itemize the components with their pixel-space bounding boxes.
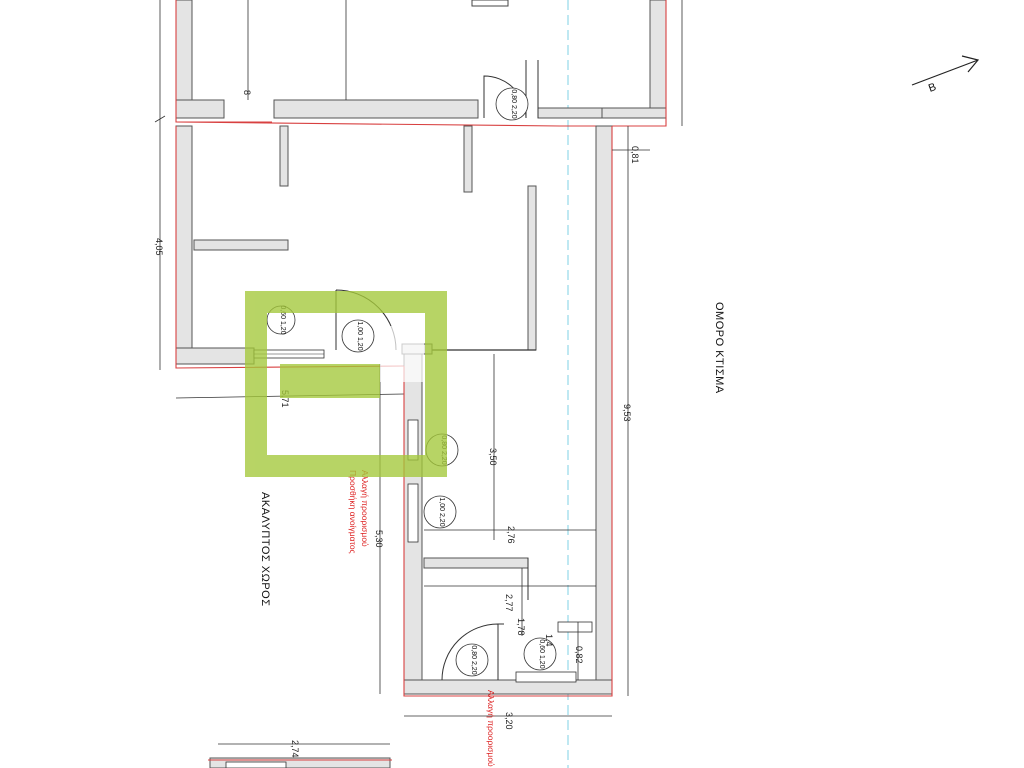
- dim-label: 2,74: [290, 740, 300, 758]
- dim-label: 2,77: [504, 594, 514, 612]
- dim-label: 1,4: [544, 634, 554, 647]
- dim-label: 3,50: [488, 448, 498, 466]
- door-code: 0,80 2,20: [510, 89, 517, 118]
- upper-room: 0,80 2,20 8: [175, 0, 683, 127]
- dim-label: 1,78: [516, 618, 526, 636]
- dim-label: 0,81: [630, 146, 640, 164]
- middle-room: 1,00 1,20 0,60 1,20 4,05 5,71: [154, 0, 537, 408]
- lower-structure: 2,74: [208, 740, 392, 768]
- dim-label: 5,71: [280, 390, 290, 408]
- dim-label: 5,30: [374, 530, 384, 548]
- north-letter: B: [927, 81, 938, 95]
- open-space-label: ΑΚΑΛΥΠΤΟΣ ΧΩΡΟΣ: [259, 492, 271, 607]
- red-note: Αλλαγή προορισμού: [360, 470, 370, 547]
- door-code: 1,00 1,20: [356, 321, 363, 350]
- watermark-logo: [245, 291, 447, 477]
- dim-label: 0,82: [574, 646, 584, 664]
- north-arrow: B: [911, 55, 980, 95]
- neighbor-property-label: ΟΜΟΡΟ ΚΤΙΣΜΑ: [713, 302, 725, 394]
- dim-label: 8: [242, 90, 252, 95]
- dim-label: 2,76: [506, 526, 516, 544]
- door-code: 0,80 2,20: [470, 645, 477, 674]
- red-note: Αλλαγή προορισμού: [486, 690, 496, 767]
- dim-label: 9,53: [622, 404, 632, 422]
- door-code: 0,60 1,20: [279, 305, 286, 334]
- corridor-wing: 0,80 2,20 0,60 1,20 0,80 2,20 1,00 2,20 …: [374, 125, 650, 730]
- dim-label: 4,05: [154, 238, 164, 256]
- door-code: 1,00 2,20: [438, 497, 445, 526]
- dim-label: 3,20: [504, 712, 514, 730]
- door-code: 0,60 1,20: [538, 639, 545, 668]
- red-note: Προσθήκη ανοίγματος: [348, 470, 358, 554]
